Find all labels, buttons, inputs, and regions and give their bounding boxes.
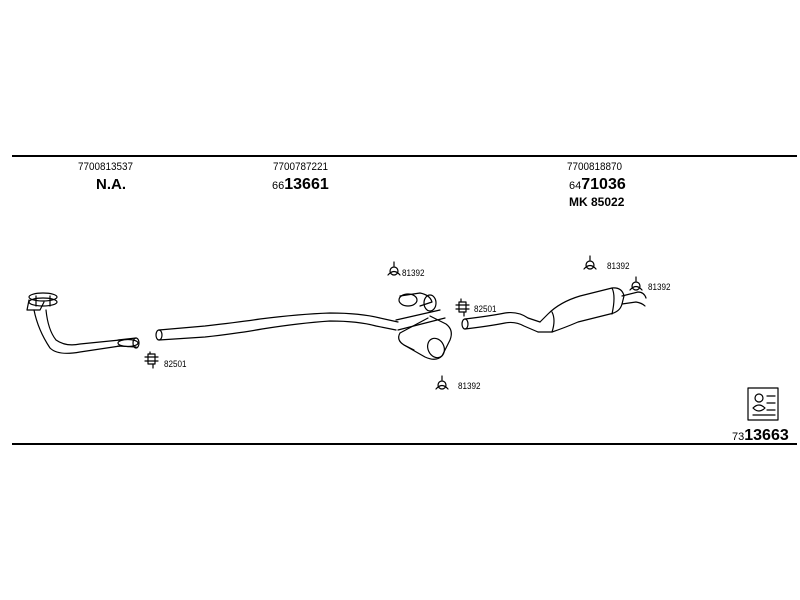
front-clamp <box>144 351 159 369</box>
part-ref-2: 7700787221 <box>273 161 329 173</box>
diagram-code: 7313663 <box>732 427 789 445</box>
diagram-code-prefix: 73 <box>732 431 745 443</box>
kit-number-3: MK 85022 <box>569 195 625 209</box>
rear-hanger-left <box>583 255 597 270</box>
center-hanger-top-label: 81392 <box>402 268 425 278</box>
bottom-rule <box>12 443 797 445</box>
part-number-1: N.A. <box>96 176 126 193</box>
part-number-2-prefix: 66 <box>272 180 285 192</box>
top-rule <box>12 155 797 157</box>
mid-clamp <box>455 298 470 317</box>
front-downpipe-part <box>26 292 140 354</box>
mid-clamp-label: 82501 <box>474 304 497 314</box>
rear-hanger-right-label: 81392 <box>648 282 671 292</box>
part-number-2-value: 13661 <box>284 176 329 193</box>
part-ref-3: 7700818870 <box>567 161 623 173</box>
intermediate-pipe-part <box>155 312 399 341</box>
rear-silencer-part <box>461 287 647 333</box>
rear-hanger-left-label: 81392 <box>607 261 630 271</box>
part-number-3-prefix: 64 <box>569 180 582 192</box>
center-hanger-bottom <box>435 375 449 390</box>
rear-hanger-right <box>629 276 643 291</box>
center-silencer-part <box>395 292 452 360</box>
part-number-3: 6471036 <box>569 176 626 194</box>
part-number-2: 6613661 <box>272 176 329 194</box>
part-number-3-value: 71036 <box>581 176 626 193</box>
part-ref-1: 7700813537 <box>78 161 134 173</box>
center-hanger-top <box>387 261 401 276</box>
diagram-code-value: 13663 <box>744 427 789 444</box>
front-clamp-label: 82501 <box>164 359 187 369</box>
center-hanger-bottom-label: 81392 <box>458 381 481 391</box>
document-icon <box>747 387 779 421</box>
